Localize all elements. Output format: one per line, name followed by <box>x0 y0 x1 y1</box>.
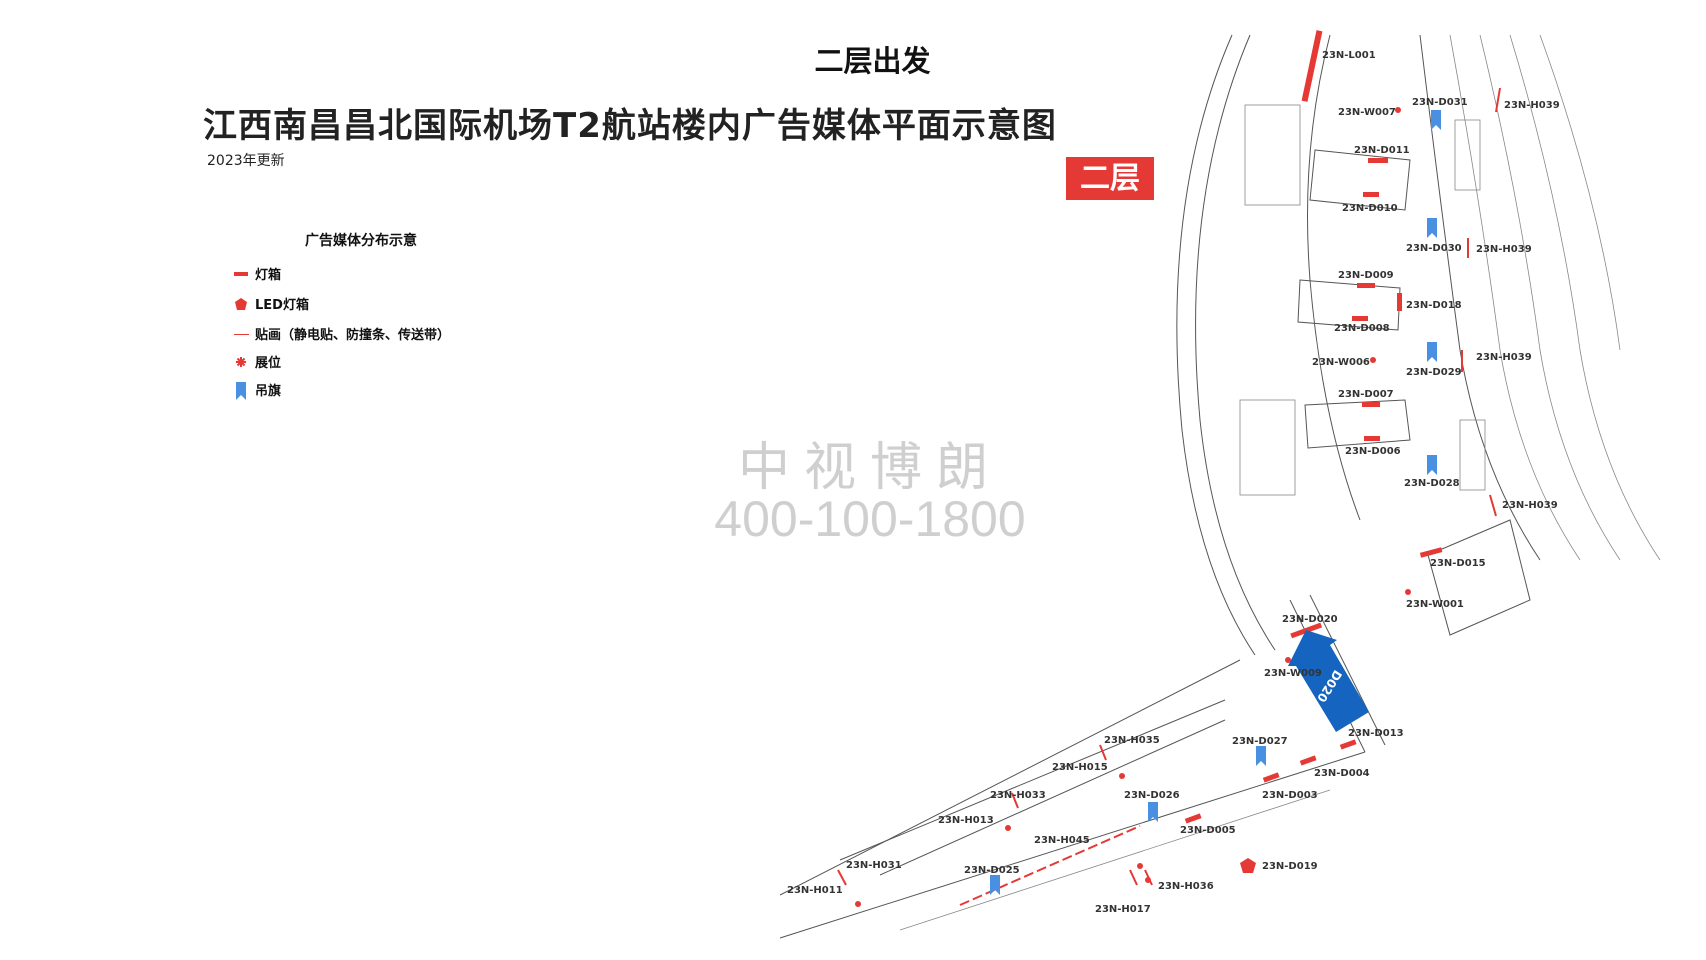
map-label: 23N-D005 <box>1180 825 1236 836</box>
map-label: 23N-D013 <box>1348 728 1404 739</box>
map-label: 23N-D010 <box>1342 203 1398 214</box>
map-label: 23N-D020 <box>1282 614 1338 625</box>
legend-item-hanging-flag: 吊旗 <box>233 380 281 400</box>
booth-icon <box>233 354 251 370</box>
map-label: 23N-D018 <box>1406 300 1462 311</box>
map-label: 23N-D015 <box>1430 558 1486 569</box>
map-label: 23N-D011 <box>1354 145 1410 156</box>
check-in-islands <box>1239 104 1531 636</box>
legend-item-led-lightbox: LED灯箱 <box>233 294 309 313</box>
map-label: 23N-H031 <box>846 860 902 871</box>
map-label: 23N-D026 <box>1124 790 1180 801</box>
floor-heading: 二层出发 <box>814 44 931 78</box>
map-label: 23N-H013 <box>938 815 994 826</box>
map-label: 23N-W009 <box>1264 668 1322 679</box>
map-label: 23N-H039 <box>1502 500 1558 511</box>
legend-item-booth: 展位 <box>233 352 281 371</box>
map-label: 23N-D027 <box>1232 736 1288 747</box>
terminal-outline <box>779 34 1661 939</box>
update-note: 2023年更新 <box>207 153 285 169</box>
legend-item-lightbox: 灯箱 <box>233 264 281 283</box>
legend-item-sticker: 贴画（静电贴、防撞条、传送带） <box>233 324 450 343</box>
map-labels: 23N-L001 23N-W007 23N-D031 23N-H039 23N-… <box>787 50 1560 915</box>
map-label: 23N-H033 <box>990 790 1046 801</box>
map-label: 23N-D031 <box>1412 97 1468 108</box>
map-label: 23N-H045 <box>1034 835 1090 846</box>
map-label: 23N-H036 <box>1158 881 1214 892</box>
map-label: 23N-D025 <box>964 865 1020 876</box>
map-label: 23N-W006 <box>1312 357 1370 368</box>
map-label: 23N-D003 <box>1262 790 1318 801</box>
map-label: 23N-H039 <box>1504 100 1560 111</box>
map-label: 23N-D004 <box>1314 768 1370 779</box>
page-title: 江西南昌昌北国际机场T2航站楼内广告媒体平面示意图 <box>203 106 1057 146</box>
map-label: 23N-H035 <box>1104 735 1160 746</box>
sticker-icon <box>233 326 251 342</box>
legend-title: 广告媒体分布示意 <box>305 233 417 249</box>
map-label: 23N-D029 <box>1406 367 1462 378</box>
map-label: 23N-D030 <box>1406 243 1462 254</box>
map-label: 23N-L001 <box>1322 50 1376 61</box>
map-label: 23N-D009 <box>1338 270 1394 281</box>
map-label: 23N-H039 <box>1476 244 1532 255</box>
highlight-arrow-d020: D020 <box>1288 630 1369 732</box>
lightbox-icon <box>233 266 251 282</box>
map-label: 23N-W001 <box>1406 599 1464 610</box>
lightbox-markers <box>1184 30 1443 824</box>
map-label: 23N-W007 <box>1338 107 1396 118</box>
map-label: 23N-H015 <box>1052 762 1108 773</box>
map-label: 23N-D007 <box>1338 389 1394 400</box>
hanging-flag-markers <box>990 110 1441 895</box>
map-label: 23N-D019 <box>1262 861 1318 872</box>
floor-badge: 二层 <box>1066 157 1154 200</box>
map-label: 23N-D028 <box>1404 478 1460 489</box>
map-label: 23N-H011 <box>787 885 843 896</box>
led-lightbox-icon <box>233 296 251 312</box>
hanging-flag-icon <box>233 381 251 400</box>
sticker-markers <box>837 87 1501 906</box>
map-label: 23N-H039 <box>1476 352 1532 363</box>
map-label: 23N-H017 <box>1095 904 1151 915</box>
map-label: 23N-D008 <box>1334 323 1390 334</box>
map-label: 23N-D006 <box>1345 446 1401 457</box>
watermark-phone: 400-100-1800 <box>714 491 1026 547</box>
watermark-company: 中视博朗 <box>737 438 1002 498</box>
booth-markers <box>855 107 1411 907</box>
led-lightbox-marker <box>1240 858 1256 873</box>
